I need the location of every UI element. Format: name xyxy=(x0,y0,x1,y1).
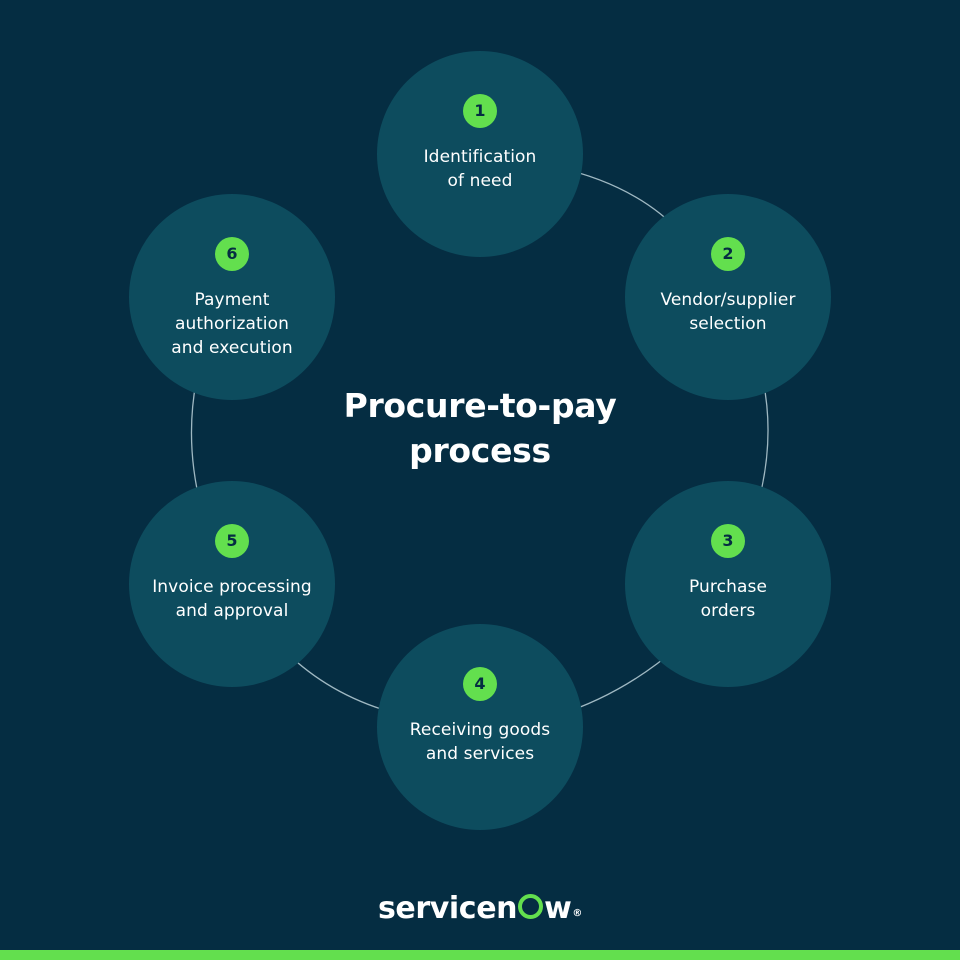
logo-wordmark-suffix: w xyxy=(544,891,572,926)
step-1-circle: 1 Identification of need xyxy=(377,51,583,257)
step-label-line: Invoice processing xyxy=(152,577,312,597)
step-label: Payment authorization and execution xyxy=(135,288,329,360)
step-label-line: and services xyxy=(425,744,535,764)
step-label-line: selection xyxy=(689,314,767,334)
step-label-line: Receiving goods xyxy=(409,720,551,740)
step-number-badge: 2 xyxy=(711,237,745,271)
registered-mark: ® xyxy=(572,908,583,919)
title-line-1: Procure-to-pay xyxy=(343,386,617,425)
step-label-line: Payment xyxy=(194,290,270,310)
step-number-badge: 5 xyxy=(215,524,249,558)
step-3-circle: 3 Purchase orders xyxy=(625,481,831,687)
step-label-line: and approval xyxy=(175,601,289,621)
step-label: Invoice processing and approval xyxy=(135,575,329,623)
step-number-badge: 4 xyxy=(463,667,497,701)
step-label-line: and execution xyxy=(171,338,293,358)
title-line-2: process xyxy=(409,431,551,470)
step-6-circle: 6 Payment authorization and execution xyxy=(129,194,335,400)
step-label-line: Identification xyxy=(423,147,537,167)
step-label-line: authorization xyxy=(175,314,289,334)
step-label: Identification of need xyxy=(383,145,577,193)
step-number-badge: 6 xyxy=(215,237,249,271)
step-label-line: Vendor/supplier xyxy=(660,290,796,310)
bottom-accent-bar xyxy=(0,950,960,960)
logo-o-mark xyxy=(518,894,544,919)
step-label-line: Purchase xyxy=(689,577,767,597)
servicenow-logo: servicen w® xyxy=(330,888,630,930)
step-label-line: of need xyxy=(447,171,513,191)
step-number-badge: 1 xyxy=(463,94,497,128)
step-number-badge: 3 xyxy=(711,524,745,558)
step-2-circle: 2 Vendor/supplier selection xyxy=(625,194,831,400)
step-label: Receiving goods and services xyxy=(383,718,577,766)
step-label: Vendor/supplier selection xyxy=(631,288,825,336)
step-label-line: orders xyxy=(700,601,756,621)
step-4-circle: 4 Receiving goods and services xyxy=(377,624,583,830)
diagram-title: Procure-to-pay process xyxy=(280,383,680,473)
logo-wordmark-prefix: servicen xyxy=(377,891,518,926)
step-label: Purchase orders xyxy=(631,575,825,623)
step-5-circle: 5 Invoice processing and approval xyxy=(129,481,335,687)
